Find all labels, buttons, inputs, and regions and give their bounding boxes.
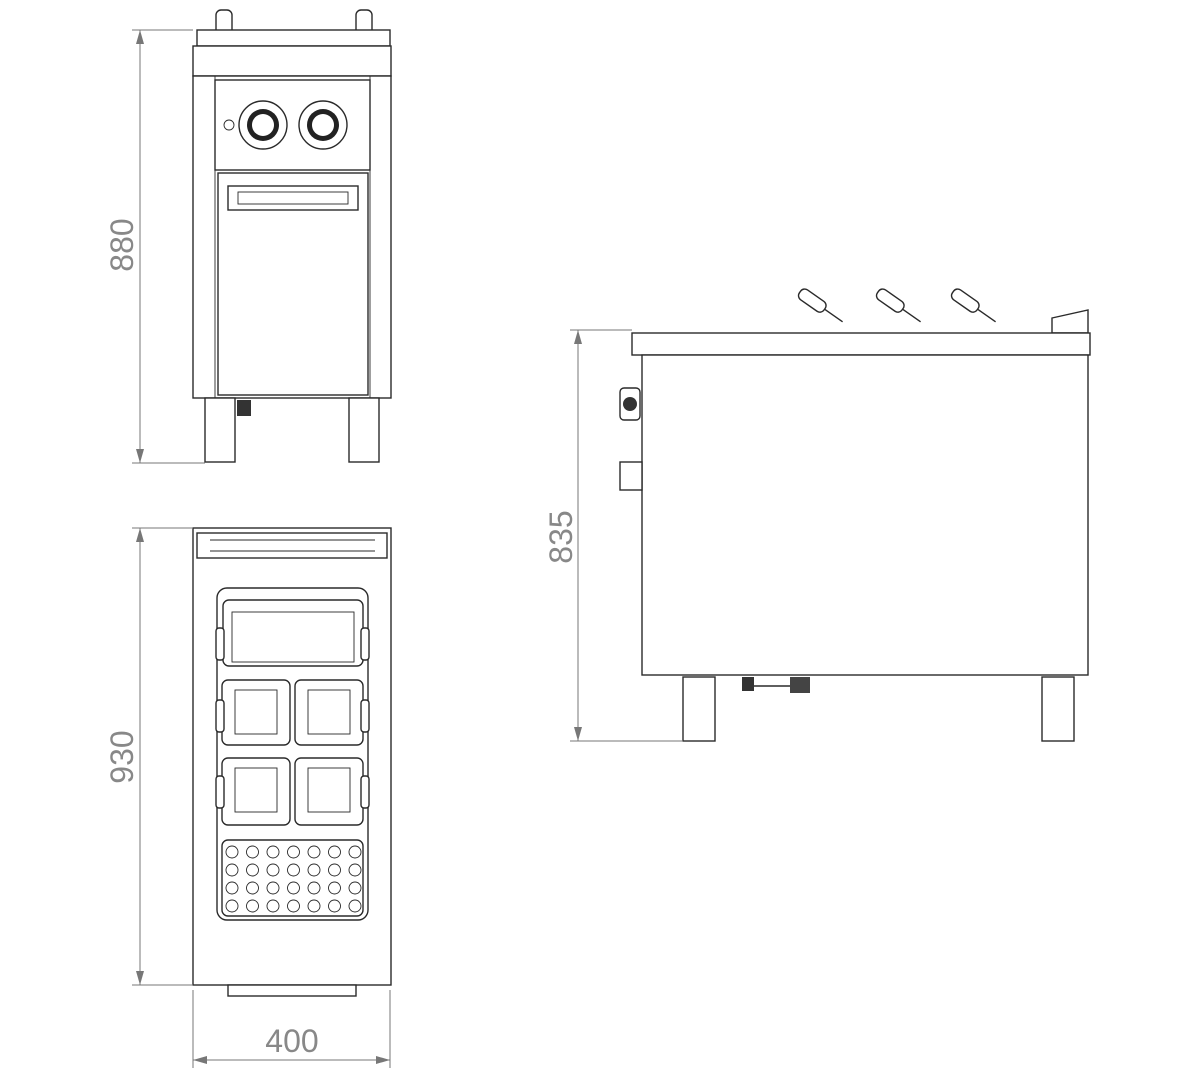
perforation-hole <box>287 845 300 859</box>
side-view <box>619 288 1091 742</box>
perforation-hole <box>225 845 239 859</box>
perforation-hole <box>246 863 259 877</box>
dimension-top-depth: 930 <box>104 527 193 986</box>
perforation-hole <box>328 899 341 913</box>
perforation-hole <box>266 881 280 895</box>
perforation-hole <box>287 881 300 895</box>
body <box>641 354 1089 676</box>
perforation-hole <box>307 899 321 913</box>
perforation-hole <box>266 899 280 913</box>
basket-handles <box>797 288 996 323</box>
leg <box>204 397 236 463</box>
leg <box>682 676 716 742</box>
dimension-label: 835 <box>543 510 579 563</box>
dimension-side-height: 835 <box>543 329 683 742</box>
side-hooks <box>215 627 370 809</box>
perforation-hole <box>307 863 321 877</box>
perforation-hole <box>266 863 280 877</box>
perforation-hole <box>328 863 341 877</box>
inlet-fitting <box>619 461 643 491</box>
perforation-hole <box>307 845 321 859</box>
bottom-fittings <box>227 984 357 997</box>
dimension-label: 880 <box>104 218 140 271</box>
control-strip <box>196 532 388 559</box>
back-splash <box>1051 309 1089 334</box>
dimension-front-height: 880 <box>104 29 205 464</box>
perforation-hole <box>225 899 239 913</box>
indicator-light <box>223 119 235 131</box>
perforation-hole <box>287 899 300 913</box>
top-surface <box>192 45 392 77</box>
perforation-hole <box>246 899 259 913</box>
perforation-hole <box>246 845 259 859</box>
front-view <box>192 9 392 463</box>
perforation-hole <box>225 881 239 895</box>
control-panel <box>214 79 371 171</box>
perforation-hole <box>287 863 300 877</box>
large-basket <box>222 599 364 667</box>
perforation-hole <box>246 881 259 895</box>
small-baskets <box>221 679 364 826</box>
perforation-hole <box>307 881 321 895</box>
perforation-hole <box>348 863 362 877</box>
dimension-label: 930 <box>104 730 140 783</box>
top-view <box>192 527 392 997</box>
dimension-label: 400 <box>265 1023 318 1059</box>
perforated-plate <box>221 839 364 917</box>
perforation-hole <box>225 863 239 877</box>
drain-valve <box>742 677 810 693</box>
perforation-hole <box>348 881 362 895</box>
knob-icon <box>238 100 288 150</box>
perforation-hole <box>348 845 362 859</box>
leg <box>1041 676 1075 742</box>
leg <box>348 397 380 463</box>
well <box>216 587 369 921</box>
top-rim <box>196 29 391 47</box>
dimension-width: 400 <box>192 990 391 1068</box>
door-handle <box>227 185 359 211</box>
top-surface <box>631 332 1091 356</box>
perforation-hole <box>328 881 341 895</box>
perforation-holes <box>225 845 362 913</box>
perforation-hole <box>348 899 362 913</box>
knob-icon <box>298 100 348 150</box>
perforation-hole <box>266 845 280 859</box>
perforation-hole <box>328 845 341 859</box>
drain-valve <box>237 400 251 416</box>
